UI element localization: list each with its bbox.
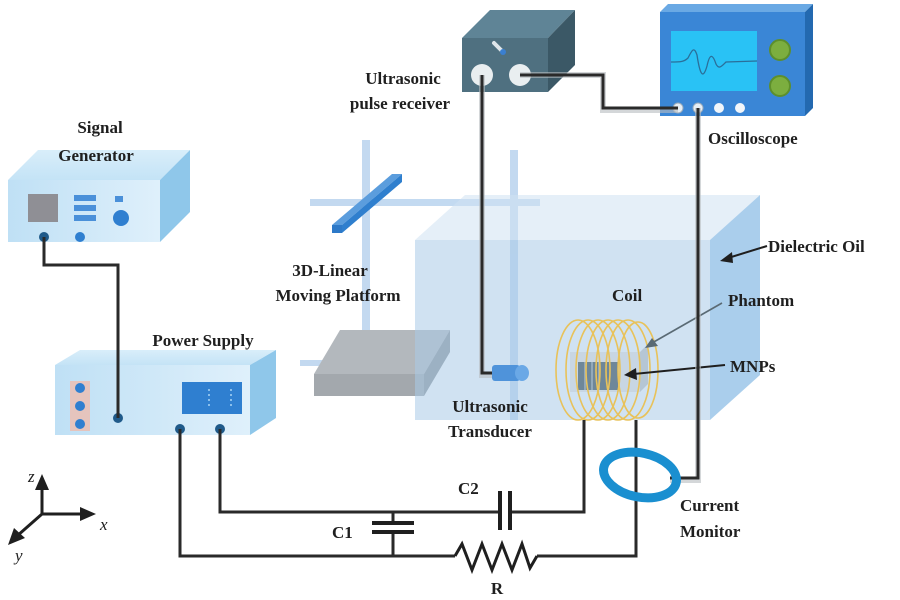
transducer-face — [515, 365, 529, 381]
mnps-label: MNPs — [730, 357, 776, 376]
platform-label-line1: 3D-Linear — [292, 261, 368, 280]
transducer-body — [492, 365, 520, 381]
dielectric-oil-label: Dielectric Oil — [768, 237, 865, 256]
oscilloscope-waveform — [670, 49, 758, 75]
power-supply-display — [182, 382, 242, 414]
mnps-arrow — [624, 364, 726, 380]
oscilloscope-top — [660, 4, 813, 12]
signal-generator-display — [28, 194, 58, 222]
wire-power-to-c2 — [218, 429, 500, 514]
ultrasonic-transducer — [492, 365, 529, 381]
c2-label: C2 — [458, 479, 479, 498]
wire-r-to-coil — [537, 420, 638, 558]
capacitor-c2 — [498, 491, 512, 530]
slider-top — [332, 174, 402, 225]
platform-slider — [332, 174, 402, 233]
slider-side — [342, 174, 402, 233]
wire-signal-to-power — [42, 237, 120, 418]
signal-generator-indicator — [115, 196, 123, 202]
wire-power-to-r — [178, 429, 455, 558]
power-supply-top — [55, 350, 276, 365]
c1-label: C1 — [332, 523, 353, 542]
tank-front — [415, 240, 710, 420]
wire-receiver-to-transducer — [480, 75, 492, 375]
platform-base-front — [314, 374, 424, 396]
oscilloscope-channel-4 — [735, 103, 745, 113]
power-supply-button — [75, 383, 85, 393]
signal-generator-knob — [113, 210, 129, 226]
y-axis-arrowhead — [8, 528, 25, 545]
dielectric-oil-arrow — [720, 245, 768, 263]
signal-generator-side — [160, 150, 190, 242]
current-monitor-label-line2: Monitor — [680, 522, 741, 541]
mnps-sample — [578, 362, 618, 390]
oscilloscope — [660, 4, 813, 116]
current-monitor-ring — [599, 447, 681, 503]
signal-generator-button — [74, 215, 96, 221]
pulse-receiver-label-line2: pulse receiver — [350, 94, 451, 113]
capacitor-c1 — [372, 521, 414, 534]
ultrasonic-pulse-receiver — [462, 10, 575, 92]
wire-c2-to-coil — [510, 420, 586, 514]
pulse-receiver-top — [462, 10, 575, 38]
x-axis-arrowhead — [80, 507, 96, 521]
oscilloscope-label: Oscilloscope — [708, 129, 798, 148]
transducer-label-line1: Ultrasonic — [452, 397, 528, 416]
wire-receiver-to-oscilloscope — [520, 73, 678, 110]
pulse-receiver-side — [548, 10, 575, 92]
resistor-r — [453, 539, 539, 575]
x-axis-label: x — [99, 515, 108, 534]
z-axis-arrowhead — [35, 474, 49, 490]
signal-generator-top — [8, 150, 190, 180]
power-supply-button — [75, 401, 85, 411]
transducer-label-line2: Transducer — [448, 422, 532, 441]
coil — [555, 319, 659, 421]
pulse-receiver-switch-led — [500, 49, 506, 55]
signal-generator-label-line2: Generator — [58, 146, 134, 165]
oscilloscope-side — [805, 4, 813, 116]
oscilloscope-knob-upper — [769, 39, 791, 61]
oscilloscope-channel-3 — [714, 103, 724, 113]
y-axis-label: y — [13, 546, 23, 565]
signal-generator-label-line1: Signal — [77, 118, 123, 137]
signal-generator-button — [74, 195, 96, 201]
pulse-receiver-front — [462, 38, 548, 92]
signal-generator-button — [74, 205, 96, 211]
z-axis-label: z — [27, 467, 35, 486]
oscilloscope-knob-lower — [769, 75, 791, 97]
r-label: R — [491, 579, 504, 598]
platform-label-line2: Moving Platform — [275, 286, 400, 305]
pulse-receiver-switch — [492, 41, 504, 53]
phantom-label: Phantom — [728, 291, 794, 310]
pulse-receiver-label-line1: Ultrasonic — [365, 69, 441, 88]
power-supply-label: Power Supply — [152, 331, 254, 350]
dielectric-oil-tank — [415, 195, 760, 420]
tank-top — [415, 195, 760, 240]
power-supply-side — [250, 350, 276, 435]
slider-end — [332, 225, 342, 233]
phantom-arrow — [645, 302, 723, 348]
signal-generator-port — [75, 232, 85, 242]
power-supply-button — [75, 419, 85, 429]
y-axis — [16, 512, 43, 538]
coordinate-axes — [8, 474, 96, 545]
current-monitor-label-line1: Current — [680, 496, 740, 515]
coil-label: Coil — [612, 286, 643, 305]
power-supply — [55, 350, 276, 435]
platform-horizontal-rod — [310, 199, 540, 206]
platform-vertical-rod — [362, 140, 370, 370]
